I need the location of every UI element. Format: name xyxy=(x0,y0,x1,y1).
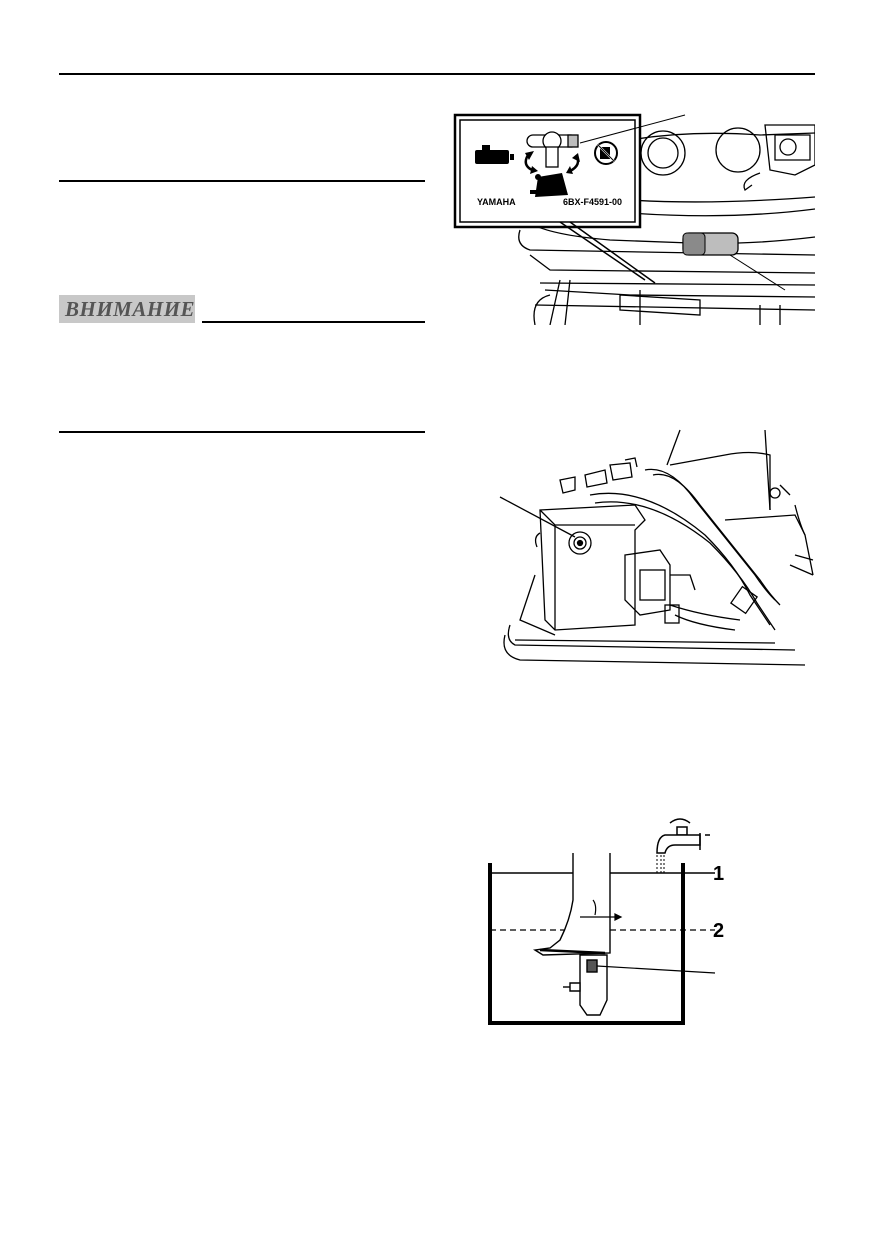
figure-fuel-cock-label: YAMAHA 6BX-F4591-00 xyxy=(453,113,815,325)
figure-engine-drain xyxy=(499,429,814,666)
warning-end-rule xyxy=(59,431,425,433)
warning-label: ВНИМАНИЕ xyxy=(65,296,196,321)
page-top-rule xyxy=(59,73,815,75)
figure-flush-tank: 1 2 xyxy=(488,818,724,1025)
section-rule-1 xyxy=(59,180,425,182)
label-part-number-text: 6BX-F4591-00 xyxy=(563,197,622,207)
label-brand-text: YAMAHA xyxy=(477,197,516,207)
warning-rule xyxy=(202,321,425,323)
warning-banner: ВНИМАНИЕ xyxy=(59,295,195,323)
callout-1: 1 xyxy=(713,863,724,885)
callout-2: 2 xyxy=(713,920,724,942)
